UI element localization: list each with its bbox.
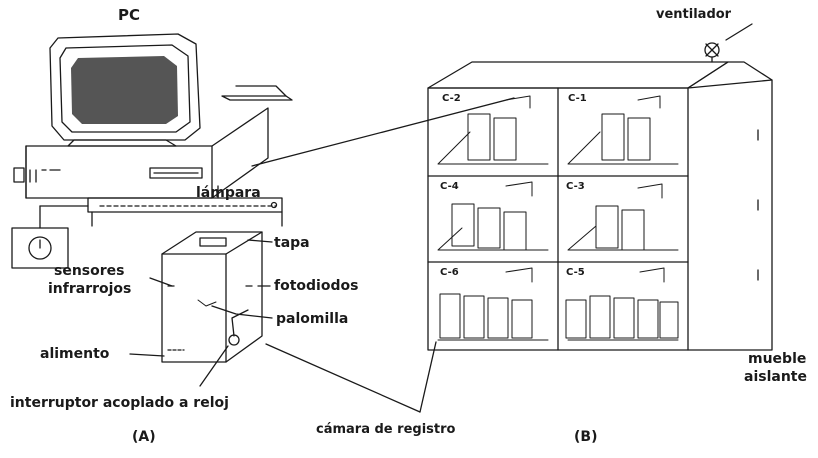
caption-a: (A) bbox=[132, 429, 156, 445]
moth-label: palomilla bbox=[276, 311, 349, 327]
cabinet-cell-interiors bbox=[437, 95, 679, 341]
caption-b: (B) bbox=[574, 429, 598, 445]
cabinet-label-line2: aislante bbox=[744, 369, 807, 385]
cabinet bbox=[427, 42, 773, 351]
lamp-rail bbox=[39, 197, 283, 229]
switch-label: interruptor acoplado a reloj bbox=[10, 395, 229, 411]
sensors-label-line1: sensores bbox=[54, 263, 125, 279]
panel-b-leaders bbox=[251, 23, 753, 167]
chamber-label: cámara de registro bbox=[316, 422, 456, 437]
photodiodes-label: fotodiodos bbox=[274, 278, 359, 294]
lamp-label: lámpara bbox=[196, 185, 261, 201]
pc-monitor bbox=[49, 33, 201, 147]
food-label: alimento bbox=[40, 346, 110, 362]
timer-switch bbox=[11, 227, 69, 269]
panel-a-leaders bbox=[129, 185, 437, 413]
lid-label: tapa bbox=[274, 235, 310, 251]
pc-keyboard bbox=[221, 85, 293, 101]
pc-label: PC bbox=[118, 6, 141, 24]
cell-label: C-3 bbox=[566, 181, 585, 192]
cell-label: C-6 bbox=[440, 267, 459, 278]
pc-base-unit bbox=[13, 107, 269, 199]
sensors-label-line2: infrarrojos bbox=[48, 281, 132, 297]
recording-chamber bbox=[161, 231, 263, 363]
cabinet-label-line1: mueble bbox=[748, 351, 807, 367]
fan-label: ventilador bbox=[656, 7, 732, 22]
cell-label: C-4 bbox=[440, 181, 459, 192]
cell-label: C-5 bbox=[566, 267, 585, 278]
cell-label: C-1 bbox=[568, 93, 587, 104]
cell-label: C-2 bbox=[442, 93, 461, 104]
